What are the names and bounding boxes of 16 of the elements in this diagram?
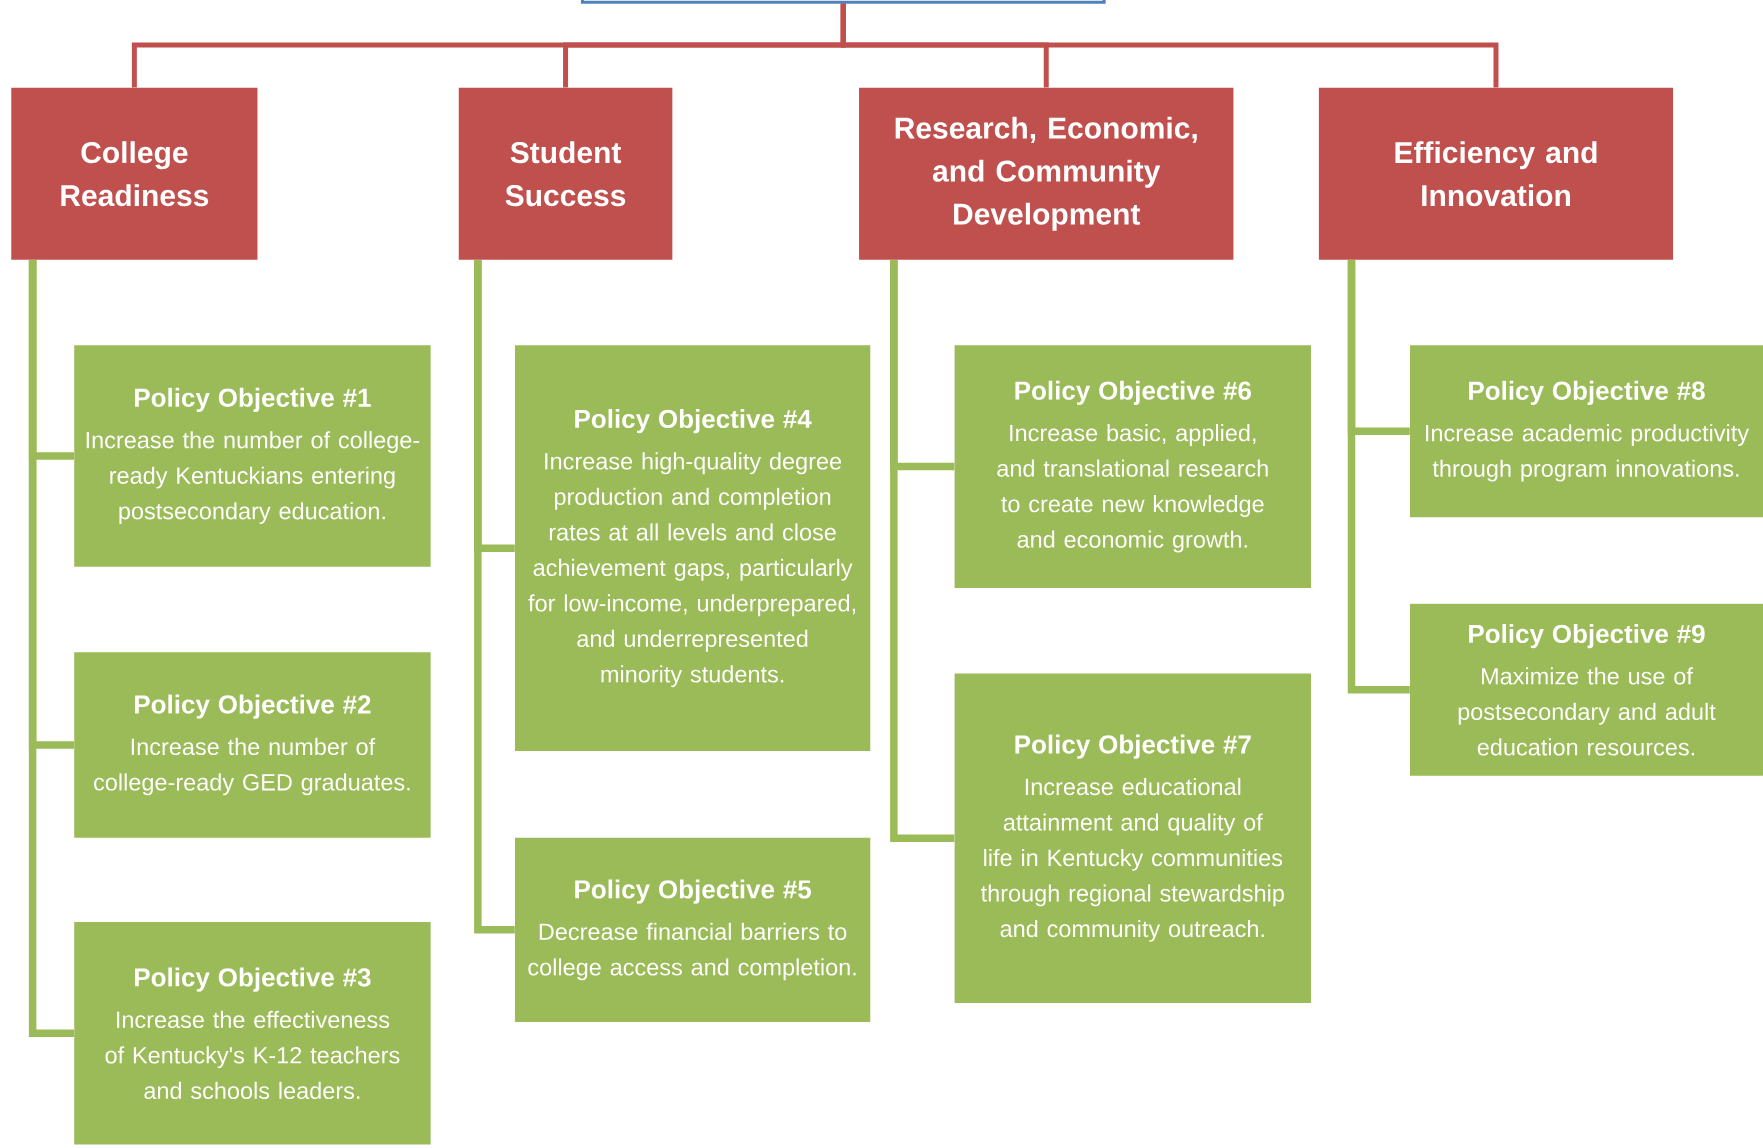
objective-box: Policy Objective #8 Increase academic productivity through program innovations.	[1410, 345, 1763, 518]
goal-box: Student Success	[458, 87, 673, 260]
goal-box: College Readiness	[11, 87, 258, 260]
objective-box: Policy Objective #7 Increase educational attainment and quality of life in Kentucky communities through regional stewardship and community outreach.	[954, 673, 1311, 1003]
connector-line	[840, 3, 1499, 88]
box-shape	[580, 0, 1106, 4]
goal-box: Research, Economic, and Community Development	[859, 87, 1234, 260]
objective-box: Policy Objective #1 Increase the number of college-ready Kentuckians entering postsecondary education.	[74, 345, 431, 567]
objective-box: Policy Objective #5 Decrease financial barriers to college access and completion.	[514, 837, 871, 1023]
objective-box: Policy Objective #2 Increase the number of college-ready GED graduates.	[74, 652, 431, 838]
objective-box: Policy Objective #4 Increase high-quality degree production and completion rates at all levels and close achievement gaps, particularly for low-income, underprepared, and underrepresented minority students.	[514, 345, 871, 752]
objective-box: Policy Objective #9 Maximize the use of postsecondary and adult education resources.	[1410, 603, 1763, 776]
objective-box: Policy Objective #3 Increase the effectiveness of Kentucky's K-12 teachers and schools leaders.	[74, 922, 431, 1145]
connector-line	[28, 259, 74, 1038]
objective-box: Policy Objective #6 Increase basic, applied, and translational research to create new knowledge and economic growth.	[954, 345, 1311, 589]
goal-box: Efficiency and Innovation	[1318, 87, 1674, 260]
